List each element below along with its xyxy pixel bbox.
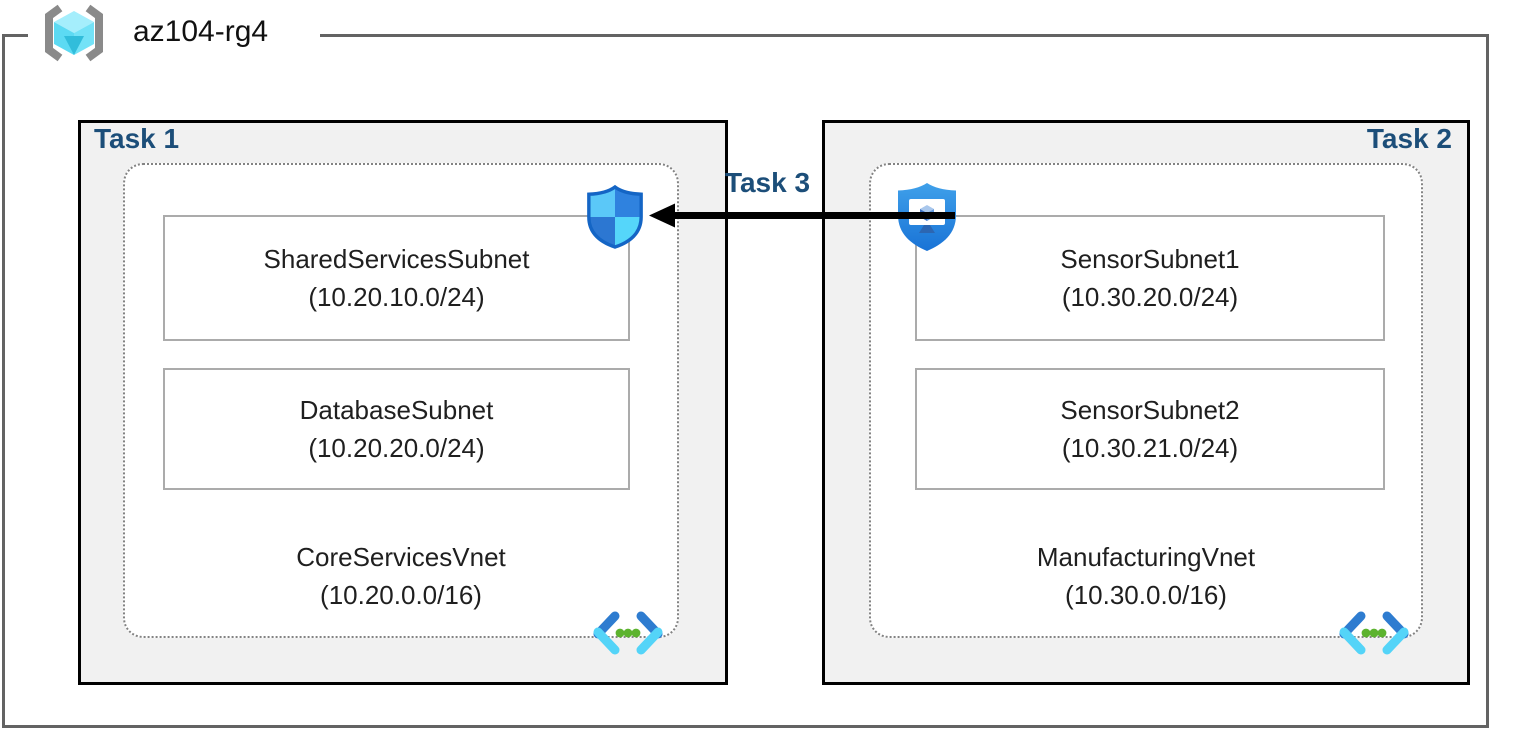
vnet-label-manufacturing: ManufacturingVnet (10.30.0.0/16) (869, 538, 1423, 614)
subnet-name: SensorSubnet1 (1060, 244, 1240, 274)
subnet-box-sensor2: SensorSubnet2 (10.30.21.0/24) (915, 368, 1385, 490)
task1-label: Task 1 (94, 123, 180, 154)
subnet-box-sharedservices: SharedServicesSubnet (10.20.10.0/24) (163, 215, 630, 341)
task3-arrow-icon (649, 203, 955, 228)
task2-label: Task 2 (1366, 123, 1452, 154)
vnet-cidr: (10.30.0.0/16) (1065, 580, 1227, 610)
resource-group-icon (45, 4, 103, 62)
subnet-cidr: (10.30.20.0/24) (1061, 282, 1239, 312)
subnet-box-sensor1: SensorSubnet1 (10.30.20.0/24) (915, 215, 1385, 341)
subnet-name: DatabaseSubnet (299, 395, 494, 425)
subnet-box-database: DatabaseSubnet (10.20.20.0/24) (163, 368, 630, 490)
subnet-cidr: (10.20.10.0/24) (308, 282, 485, 312)
resource-group-label: az104-rg4 (133, 15, 269, 48)
subnet-name: SensorSubnet2 (1060, 395, 1240, 425)
vnet-label-coreservices: CoreServicesVnet (10.20.0.0/16) (123, 538, 679, 614)
resource-group-frame (2, 34, 1489, 728)
subnet-cidr: (10.20.20.0/24) (308, 433, 485, 463)
subnet-cidr: (10.30.21.0/24) (1061, 433, 1239, 463)
virtual-network-icon (1339, 611, 1409, 655)
defender-shield-icon (587, 184, 643, 249)
vnet-name: ManufacturingVnet (1036, 542, 1256, 572)
virtual-network-icon (593, 611, 663, 655)
vnet-name: CoreServicesVnet (296, 542, 506, 572)
task3-label: Task 3 (724, 167, 811, 198)
vnet-cidr: (10.20.0.0/16) (320, 580, 482, 610)
subnet-name: SharedServicesSubnet (263, 244, 530, 274)
